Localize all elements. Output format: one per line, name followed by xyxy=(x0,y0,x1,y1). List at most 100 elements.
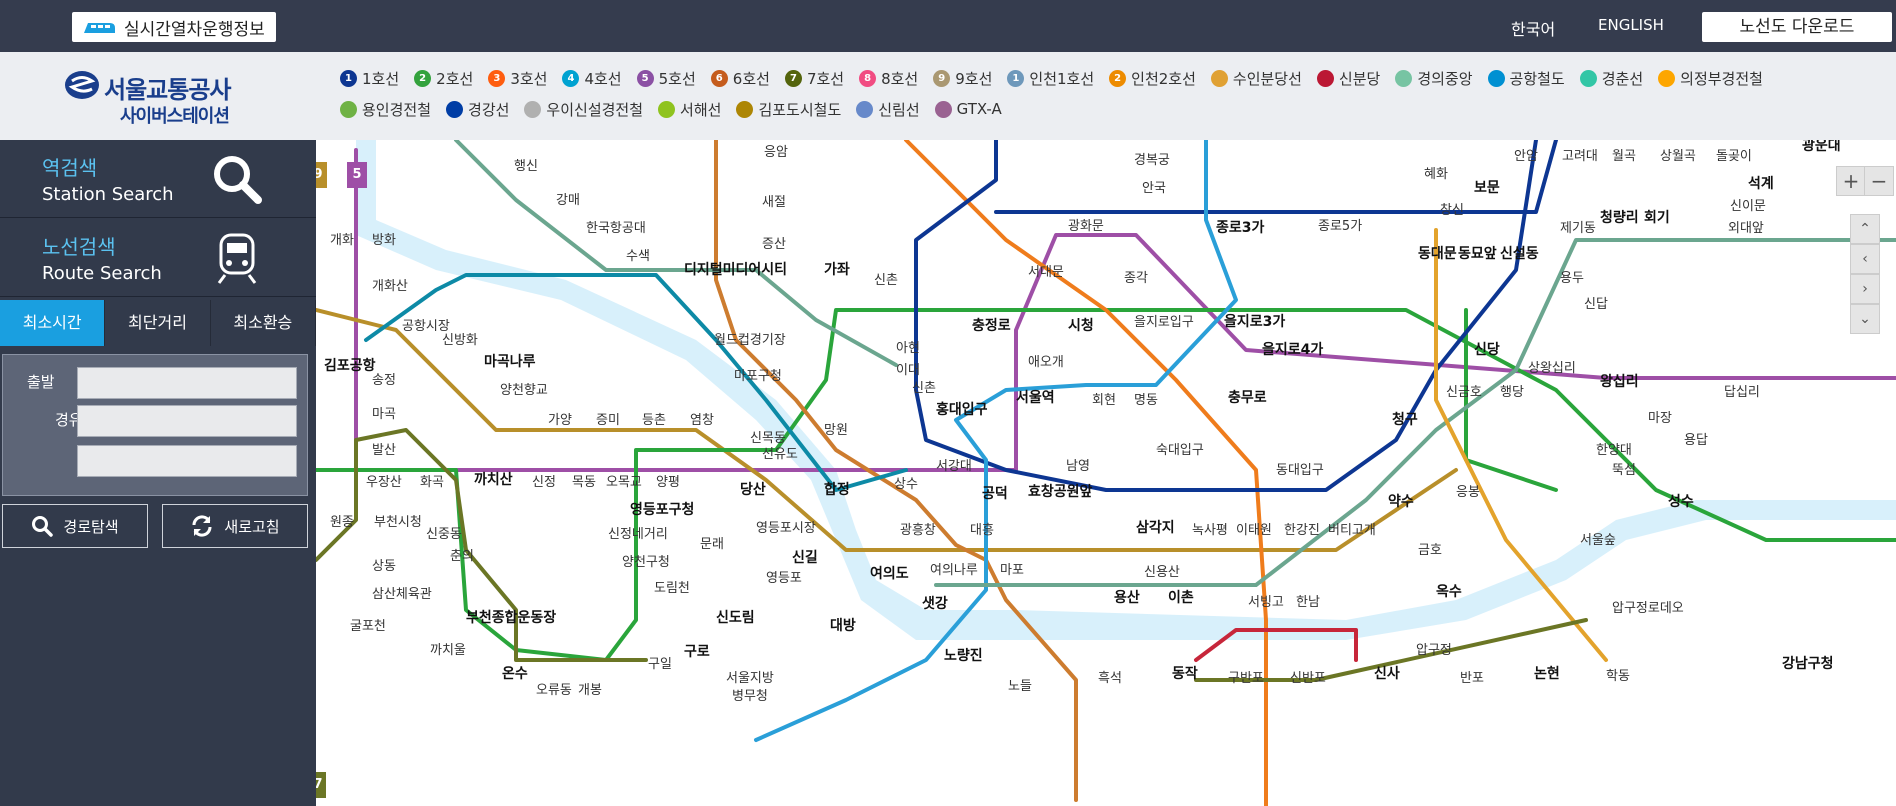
station-label[interactable]: 돌곶이 xyxy=(1716,149,1752,164)
station-label[interactable]: 마곡나루 xyxy=(484,354,536,370)
legend-item[interactable]: 경강선 xyxy=(446,99,509,119)
station-label[interactable]: 을지로4가 xyxy=(1262,342,1323,358)
station-label[interactable]: 충정로 xyxy=(972,317,1011,334)
station-label[interactable]: 용두 xyxy=(1560,271,1584,286)
station-label[interactable]: 석계 xyxy=(1748,176,1774,192)
station-label[interactable]: 회현 xyxy=(1092,393,1116,408)
station-label[interactable]: 신촌 xyxy=(912,381,936,396)
station-label[interactable]: 신용산 xyxy=(1144,565,1180,580)
station-label[interactable]: 공항시장 xyxy=(402,319,450,334)
station-label[interactable]: 안암 xyxy=(1514,149,1538,164)
station-label[interactable]: 춘의 xyxy=(450,549,474,564)
station-label[interactable]: 마포 xyxy=(1000,563,1024,578)
station-label[interactable]: 금호 xyxy=(1418,543,1442,558)
station-label[interactable]: 서울숲 xyxy=(1580,533,1616,548)
station-label[interactable]: 응봉 xyxy=(1456,485,1480,500)
legend-item[interactable]: 수인분당선 xyxy=(1210,68,1302,88)
station-label[interactable]: 구일 xyxy=(648,657,672,672)
mode-min-transfer-tab[interactable]: 최소환승 xyxy=(210,300,316,346)
station-label[interactable]: 오목교 xyxy=(606,475,642,490)
station-label[interactable]: 고려대 xyxy=(1562,149,1598,164)
station-label[interactable]: 옥수 xyxy=(1436,584,1462,600)
station-label[interactable]: 이촌 xyxy=(1168,589,1194,606)
station-label[interactable]: 도림천 xyxy=(654,581,690,596)
station-label[interactable]: 원종 xyxy=(330,515,354,530)
station-label[interactable]: 광흥창 xyxy=(900,523,936,538)
station-label[interactable]: 버티고개 xyxy=(1328,523,1376,538)
station-label[interactable]: 부천종합운동장 xyxy=(466,609,556,626)
legend-item[interactable]: 우이신설경전철 xyxy=(524,99,643,119)
mode-shortest-distance-tab[interactable]: 최단거리 xyxy=(105,300,211,346)
departure-input[interactable] xyxy=(77,367,297,399)
station-label[interactable]: 여의도 xyxy=(870,565,909,582)
station-label[interactable]: 성수 xyxy=(1668,494,1694,510)
station-label[interactable]: 보문 xyxy=(1474,180,1500,196)
station-label[interactable]: 서울역 xyxy=(1016,389,1055,406)
zoom-in-button[interactable]: + xyxy=(1836,166,1866,196)
station-label[interactable]: 학동 xyxy=(1606,669,1630,684)
station-label[interactable]: 충무로 xyxy=(1228,390,1267,406)
station-label[interactable]: 이태원 xyxy=(1236,523,1272,538)
station-label[interactable]: 대흥 xyxy=(970,523,994,538)
station-label[interactable]: 상월곡 xyxy=(1660,149,1696,164)
arrival-input[interactable] xyxy=(77,445,297,477)
station-label[interactable]: 가양 xyxy=(548,413,572,428)
station-label[interactable]: 노량진 xyxy=(944,647,983,664)
station-label[interactable]: 숙대입구 xyxy=(1156,443,1204,458)
station-label[interactable]: 부천시청 xyxy=(374,515,422,530)
station-label[interactable]: 한남 xyxy=(1296,595,1320,610)
station-label[interactable]: 개화산 xyxy=(372,279,408,294)
station-label[interactable]: 경복궁 xyxy=(1134,153,1170,168)
station-label[interactable]: 강매 xyxy=(556,193,580,208)
station-label[interactable]: 마포구청 xyxy=(734,369,782,384)
station-label[interactable]: 회기 xyxy=(1644,210,1670,226)
zoom-out-button[interactable]: − xyxy=(1864,166,1894,196)
map-download-button[interactable]: 노선도 다운로드 xyxy=(1702,12,1892,42)
station-label[interactable]: 압구정로데오 xyxy=(1612,601,1684,616)
station-label[interactable]: 신정 xyxy=(532,475,556,490)
station-label[interactable]: 종로5가 xyxy=(1318,219,1362,234)
station-label[interactable]: 녹사평 xyxy=(1192,523,1228,538)
station-label[interactable]: 신방화 xyxy=(442,333,478,348)
station-label[interactable]: 마곡 xyxy=(372,407,396,422)
station-label[interactable]: 신중동 xyxy=(426,527,462,542)
station-label[interactable]: 창신 xyxy=(1440,203,1464,218)
pan-left-button[interactable]: ‹ xyxy=(1850,244,1880,274)
legend-item[interactable]: 의정부경전철 xyxy=(1658,68,1763,88)
station-label[interactable]: 영등포 xyxy=(766,571,802,586)
station-label[interactable]: 신길 xyxy=(792,550,818,566)
station-label[interactable]: 당산 xyxy=(740,481,766,498)
station-label[interactable]: 행신 xyxy=(514,158,538,174)
station-label[interactable]: 신반포 xyxy=(1290,671,1326,686)
station-label[interactable]: 우장산 xyxy=(366,475,402,490)
station-label[interactable]: 개봉 xyxy=(578,683,602,698)
station-label[interactable]: 망원 xyxy=(824,423,848,438)
station-label[interactable]: 신도림 xyxy=(716,610,755,626)
station-label[interactable]: 염창 xyxy=(690,413,714,428)
legend-item[interactable]: 신분당 xyxy=(1316,68,1380,88)
station-label[interactable]: 개화 xyxy=(330,233,354,248)
station-label[interactable]: 답십리 xyxy=(1724,385,1760,400)
pan-up-button[interactable]: ⌃ xyxy=(1850,214,1880,244)
station-label[interactable]: 신금호 xyxy=(1446,385,1482,400)
station-label[interactable]: 신목동 xyxy=(750,431,786,446)
lang-korean-link[interactable]: 한국어 xyxy=(1511,20,1556,39)
station-label[interactable]: 혜화 xyxy=(1424,167,1448,182)
station-label[interactable]: 반포 xyxy=(1460,671,1484,686)
station-label[interactable]: 뚝섬 xyxy=(1612,463,1636,478)
station-label[interactable]: 공덕 xyxy=(982,485,1008,502)
station-label[interactable]: 신촌 xyxy=(874,273,898,288)
station-label[interactable]: 디지털미디어시티 xyxy=(684,261,787,278)
station-label[interactable]: 아현 xyxy=(896,341,920,356)
route-search-tab[interactable]: 노선검색 Route Search xyxy=(0,219,316,297)
station-label[interactable]: 강남구청 xyxy=(1782,655,1834,672)
station-label[interactable]: 한양대 xyxy=(1596,443,1632,458)
station-label[interactable]: 구로 xyxy=(684,644,710,660)
station-label[interactable]: 행당 xyxy=(1500,384,1524,400)
